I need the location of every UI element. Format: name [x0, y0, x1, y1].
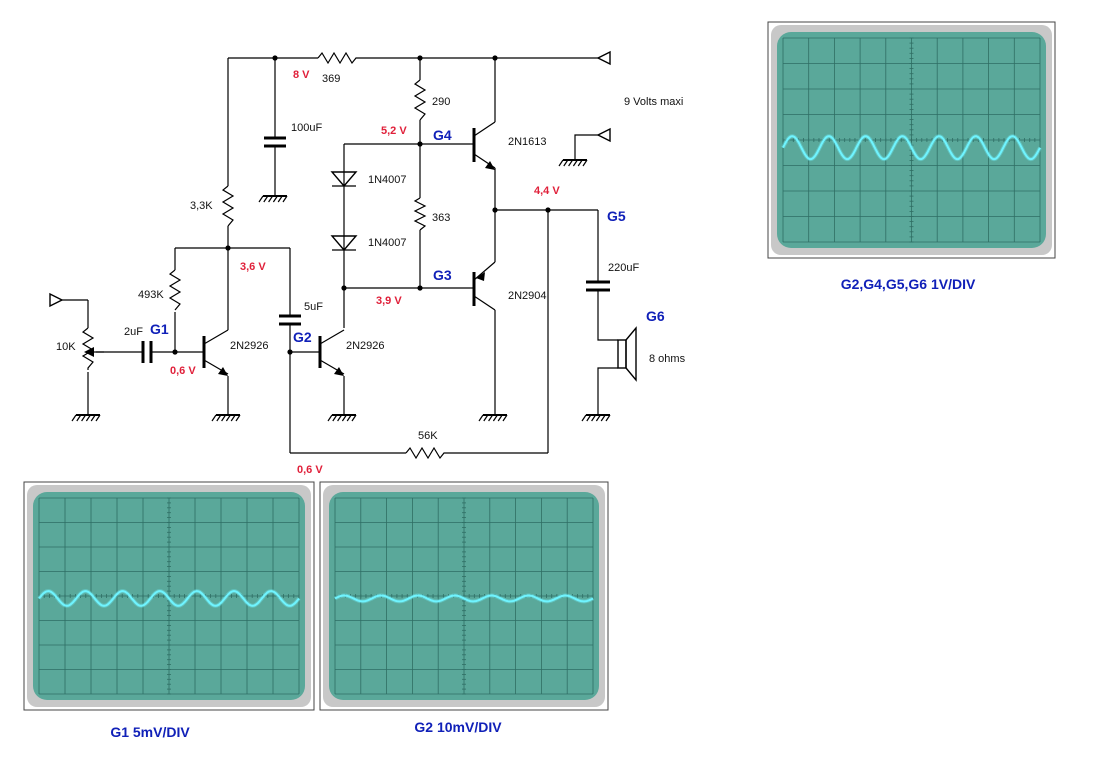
scope-caption-1v: G2,G4,G5,G6 1V/DIV	[841, 276, 976, 292]
voltage-labels: 8 V 5,2 V 4,4 V 3,6 V 3,9 V 0,6 V 0,6 V	[170, 69, 560, 476]
junctions	[172, 55, 551, 355]
label-r3k3: 3,3K	[190, 200, 213, 212]
supply-terminal-icon	[596, 50, 611, 66]
label-q2: 2N2926	[346, 340, 385, 352]
resistor-493k	[168, 269, 182, 311]
capacitor-5uf	[279, 314, 301, 326]
ground-icon	[211, 414, 241, 422]
ground-icon	[478, 414, 508, 422]
transistor-q1	[200, 318, 229, 376]
voltage-0v6-q1: 0,6 V	[170, 365, 196, 377]
label-r369: 369	[322, 73, 340, 85]
voltage-3v6: 3,6 V	[240, 261, 266, 273]
label-d2: 1N4007	[368, 237, 407, 249]
label-r56k: 56K	[418, 430, 438, 442]
label-pot: 10K	[56, 341, 76, 353]
oscilloscope-g2-g4-g5-g6	[767, 21, 1056, 259]
ground-icon	[71, 414, 101, 422]
testpoint-g5: G5	[607, 208, 626, 224]
diode-2	[330, 235, 358, 252]
voltage-3v9: 3,9 V	[376, 295, 402, 307]
testpoint-g6: G6	[646, 308, 665, 324]
transistor-q2	[318, 329, 345, 376]
supply-label: 9 Volts maxi	[624, 96, 683, 108]
speaker-icon	[617, 326, 637, 382]
ground-terminal-icon	[596, 127, 611, 143]
resistor-290	[413, 79, 427, 121]
scope-trace	[334, 594, 594, 603]
oscilloscope-g2	[319, 481, 609, 711]
label-c5u: 5uF	[304, 301, 323, 313]
testpoint-labels: G1 G2 G3 G4 G5 G6	[150, 127, 665, 345]
scope-caption-g1: G1 5mV/DIV	[110, 724, 190, 740]
scope-graticule	[38, 497, 300, 695]
voltage-5v2: 5,2 V	[381, 125, 407, 137]
label-r363: 363	[432, 212, 450, 224]
voltage-0v6-feedback: 0,6 V	[297, 464, 323, 476]
label-r493k: 493K	[138, 289, 164, 301]
ground-icon	[581, 414, 611, 422]
label-c2u: 2uF	[124, 326, 143, 338]
testpoint-g1: G1	[150, 321, 169, 337]
input-terminal-icon	[49, 292, 64, 308]
label-c100u: 100uF	[291, 122, 322, 134]
label-q4: 2N1613	[508, 136, 547, 148]
ground-icon	[258, 195, 288, 203]
diode-1	[330, 171, 358, 188]
voltage-4v4: 4,4 V	[534, 185, 560, 197]
ground-icon	[558, 159, 588, 167]
ground-icon	[327, 414, 357, 422]
potentiometer-10k	[81, 327, 104, 370]
transistor-q3	[470, 261, 496, 311]
scope-trace	[38, 590, 300, 607]
transistor-q4	[470, 121, 496, 170]
ground-symbols	[71, 159, 611, 422]
resistor-3k3	[221, 185, 235, 227]
scope-trace	[782, 135, 1041, 161]
scope-caption-g2: G2 10mV/DIV	[414, 719, 502, 735]
resistor-363	[413, 197, 427, 231]
label-q3: 2N2904	[508, 290, 547, 302]
wiring	[62, 57, 618, 454]
label-r290: 290	[432, 96, 450, 108]
voltage-8v: 8 V	[293, 69, 310, 81]
label-d1: 1N4007	[368, 174, 407, 186]
label-speaker: 8 ohms	[649, 353, 686, 365]
capacitor-100uf	[264, 136, 286, 148]
testpoint-g3: G3	[433, 267, 452, 283]
scope-graticule	[782, 37, 1041, 243]
label-q1: 2N2926	[230, 340, 269, 352]
label-c220u: 220uF	[608, 262, 639, 274]
oscilloscope-g1	[23, 481, 315, 711]
resistor-56k	[405, 446, 446, 460]
capacitor-220uf	[586, 280, 610, 292]
capacitor-2uf	[141, 341, 153, 363]
testpoint-g2: G2	[293, 329, 312, 345]
resistor-369	[317, 51, 358, 65]
testpoint-g4: G4	[433, 127, 452, 143]
component-labels: 369 290 3,3K 493K 363 56K 10K 100uF 2uF …	[56, 73, 686, 442]
